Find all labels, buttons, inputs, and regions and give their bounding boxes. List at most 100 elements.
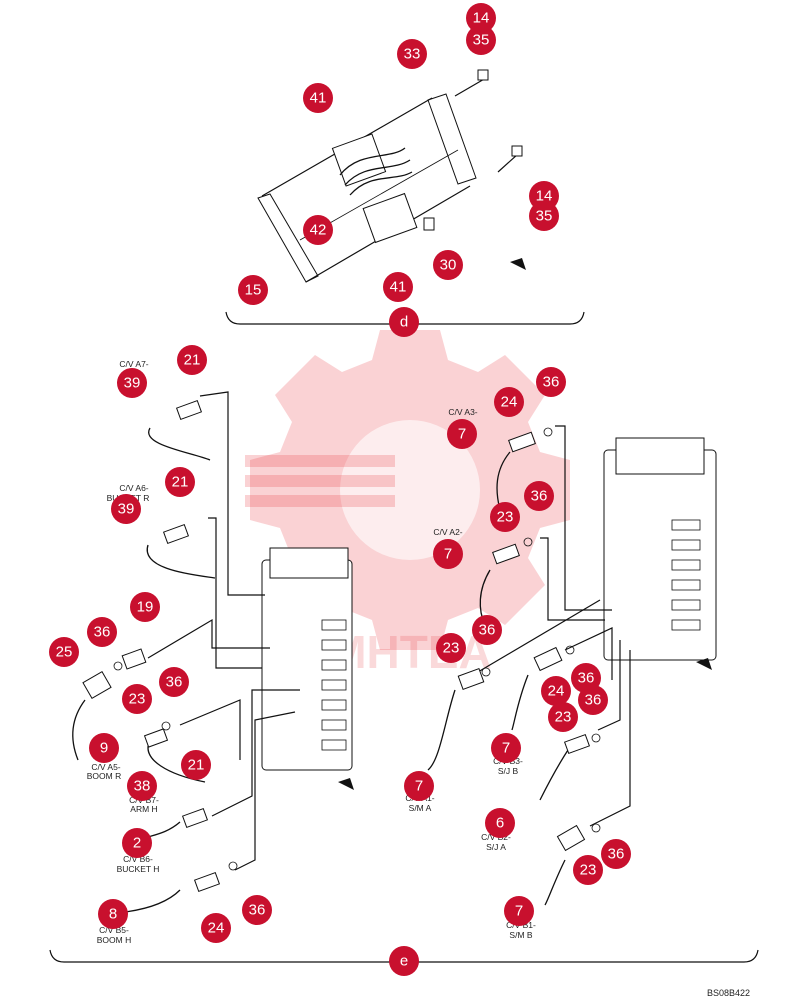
callouts-section-e: 21 39 21 39 19 36 25 23 36 9 38 21 2 8 2… — [49, 345, 631, 976]
callout: 35 — [466, 25, 496, 55]
port-label-cv-a7: C/V A7- — [119, 359, 148, 369]
port-label-sj-a: S/J A — [486, 842, 506, 852]
left-pipe-routing — [147, 391, 300, 871]
svg-text:36: 36 — [531, 488, 548, 505]
callout: 23 — [436, 633, 466, 663]
port-label-sm-b: S/M B — [509, 930, 532, 940]
svg-text:36: 36 — [543, 374, 560, 391]
callout: 19 — [130, 592, 160, 622]
callout: 7 — [504, 896, 534, 926]
port-label-bucket-h: BUCKET H — [117, 864, 160, 874]
svg-text:38: 38 — [134, 778, 151, 795]
callout: 36 — [601, 839, 631, 869]
control-valve-right — [603, 437, 717, 661]
port-label-cv-b6: C/V B6- — [123, 854, 153, 864]
svg-text:7: 7 — [515, 903, 523, 920]
svg-text:14: 14 — [473, 10, 490, 27]
port-label-cv-a2: C/V A2- — [433, 527, 462, 537]
svg-text:24: 24 — [208, 920, 225, 937]
svg-text:36: 36 — [479, 622, 496, 639]
right-pipe-routing — [477, 425, 631, 827]
bracket-plate-right — [427, 93, 477, 185]
port-label-arm-h: ARM H — [130, 804, 157, 814]
svg-text:21: 21 — [188, 757, 205, 774]
port-label-cv-a5: C/V A5- — [91, 762, 120, 772]
port-label-sm-a: S/M A — [409, 803, 432, 813]
callout: 24 — [541, 676, 571, 706]
svg-text:7: 7 — [502, 740, 510, 757]
callout: 23 — [490, 502, 520, 532]
callout: 14 — [466, 3, 496, 33]
callout: 36 — [87, 617, 117, 647]
callout: 42 — [303, 215, 333, 245]
callout: 23 — [548, 702, 578, 732]
svg-text:19: 19 — [137, 599, 154, 616]
svg-text:36: 36 — [249, 902, 266, 919]
svg-text:23: 23 — [555, 709, 572, 726]
svg-text:23: 23 — [129, 691, 146, 708]
callout: 39 — [111, 494, 141, 524]
svg-text:21: 21 — [184, 352, 201, 369]
callout: 21 — [177, 345, 207, 375]
svg-text:7: 7 — [444, 546, 452, 563]
left-fittings — [82, 399, 221, 893]
callout: 7 — [447, 419, 477, 449]
svg-text:25: 25 — [56, 644, 73, 661]
callout: 7 — [491, 733, 521, 763]
callout: 36 — [578, 685, 608, 715]
callout: 38 — [127, 771, 157, 801]
svg-text:41: 41 — [310, 90, 327, 107]
reference-code: BS08B422 — [707, 988, 750, 998]
callout: 41 — [303, 83, 333, 113]
svg-text:33: 33 — [404, 46, 421, 63]
port-label-cv-b5: C/V B5- — [99, 925, 129, 935]
callout: 36 — [536, 367, 566, 397]
svg-text:7: 7 — [415, 778, 423, 795]
port-label-cv-a6: C/V A6- — [119, 483, 148, 493]
callout: 7 — [404, 771, 434, 801]
port-label-boom-r: BOOM R — [87, 771, 121, 781]
callout: 8 — [98, 899, 128, 929]
section-e-bracket — [49, 949, 759, 963]
svg-text:8: 8 — [109, 906, 117, 923]
port-label-boom-h: BOOM H — [97, 935, 131, 945]
clamp-block-upper — [331, 133, 387, 187]
callout: 30 — [433, 250, 463, 280]
callout: 6 — [485, 808, 515, 838]
section-label-d: d — [389, 307, 419, 337]
callout: 36 — [242, 895, 272, 925]
svg-text:9: 9 — [100, 740, 108, 757]
callout: 24 — [201, 913, 231, 943]
svg-text:23: 23 — [497, 509, 514, 526]
right-fittings — [457, 431, 591, 852]
bracket-plate-left — [257, 193, 319, 283]
callout: 25 — [49, 637, 79, 667]
svg-text:36: 36 — [608, 846, 625, 863]
clamp-block-lower — [362, 192, 418, 244]
callout: 41 — [383, 272, 413, 302]
svg-text:21: 21 — [172, 474, 189, 491]
svg-text:36: 36 — [585, 692, 602, 709]
callout: 36 — [524, 481, 554, 511]
svg-text:36: 36 — [166, 674, 183, 691]
svg-text:23: 23 — [443, 640, 460, 657]
callout: 35 — [529, 201, 559, 231]
svg-text:6: 6 — [496, 815, 504, 832]
callout: 21 — [165, 467, 195, 497]
section-d-bracket — [225, 311, 585, 325]
svg-text:24: 24 — [501, 394, 518, 411]
port-label-sj-b: S/J B — [498, 766, 519, 776]
callouts-section-d: 14 35 33 41 42 15 41 30 14 35 d — [238, 3, 559, 337]
svg-text:39: 39 — [118, 501, 135, 518]
svg-text:39: 39 — [124, 375, 141, 392]
svg-text:e: e — [400, 953, 408, 970]
svg-text:24: 24 — [548, 683, 565, 700]
svg-text:15: 15 — [245, 282, 262, 299]
svg-text:7: 7 — [458, 426, 466, 443]
svg-text:36: 36 — [94, 624, 111, 641]
callout: 23 — [122, 684, 152, 714]
svg-text:35: 35 — [473, 32, 490, 49]
section-label-e: e — [389, 946, 419, 976]
svg-text:14: 14 — [536, 188, 553, 205]
